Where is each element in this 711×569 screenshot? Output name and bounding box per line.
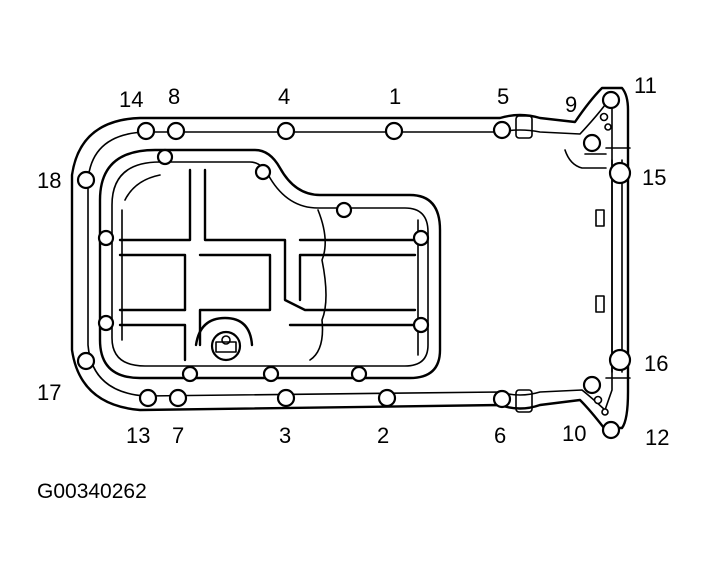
- bolt-label-4: 4: [278, 84, 290, 109]
- bolt-6: [492, 389, 512, 409]
- bolt-18: [76, 170, 96, 190]
- bolt-label-2: 2: [377, 423, 389, 448]
- bolt-label-7: 7: [172, 423, 184, 448]
- bolt-label-3: 3: [279, 423, 291, 448]
- flange-joint-lower: [515, 389, 533, 413]
- bolt-16: [608, 348, 632, 372]
- bolt-label-6: 6: [494, 423, 506, 448]
- bolt-label-15: 15: [642, 165, 666, 190]
- bolt-label-14: 14: [119, 87, 143, 112]
- bolt-17: [76, 351, 96, 371]
- pan-inner-bolts: [97, 148, 430, 383]
- bolt-label-5: 5: [497, 84, 509, 109]
- drain-plug: [194, 316, 254, 362]
- alignment-holes: [593, 112, 612, 416]
- rail-tab-upper: [595, 209, 605, 227]
- flange-joint-upper: [515, 115, 533, 139]
- bolt-label-9: 9: [565, 92, 577, 117]
- pan-right-bracket: [564, 149, 607, 169]
- bolt-label-17: 17: [37, 380, 61, 405]
- pan-ribs: [118, 168, 417, 362]
- bolt-11: [601, 90, 621, 110]
- bolt-label-10: 10: [562, 421, 586, 446]
- bolt-label-12: 12: [645, 425, 669, 450]
- bolt-3: [276, 388, 296, 408]
- bolt-8: [166, 121, 186, 141]
- bolt-10: [582, 375, 602, 395]
- bolt-5: [492, 120, 512, 140]
- bolt-2: [377, 388, 397, 408]
- bolt-14: [136, 121, 156, 141]
- bolt-label-18: 18: [37, 168, 61, 193]
- bolt-13: [138, 388, 158, 408]
- bolt-12: [601, 420, 621, 440]
- pan-sump-wall: [121, 174, 419, 361]
- bolt-label-1: 1: [389, 84, 401, 109]
- pan-body-inner: [111, 161, 429, 367]
- figure-code: G00340262: [37, 480, 147, 503]
- bolt-label-13: 13: [126, 423, 150, 448]
- bolt-7: [168, 388, 188, 408]
- bolt-label-11: 11: [634, 73, 657, 98]
- rail-tab-lower: [595, 295, 605, 313]
- bolt-9: [582, 133, 602, 153]
- bolt-15: [608, 161, 632, 185]
- bolt-label-8: 8: [168, 84, 180, 109]
- pan-right-rail: [605, 147, 631, 379]
- bolt-labels: 1 2 3 4 5 6 7 8 9 10 11 12 13 14 15 16 1…: [37, 73, 669, 450]
- flange-bolts: [76, 90, 632, 440]
- bolt-1: [384, 121, 404, 141]
- pan-outer-flange: [70, 86, 630, 430]
- bolt-label-16: 16: [644, 351, 668, 376]
- pan-body-outline: [98, 148, 442, 380]
- bolt-4: [276, 121, 296, 141]
